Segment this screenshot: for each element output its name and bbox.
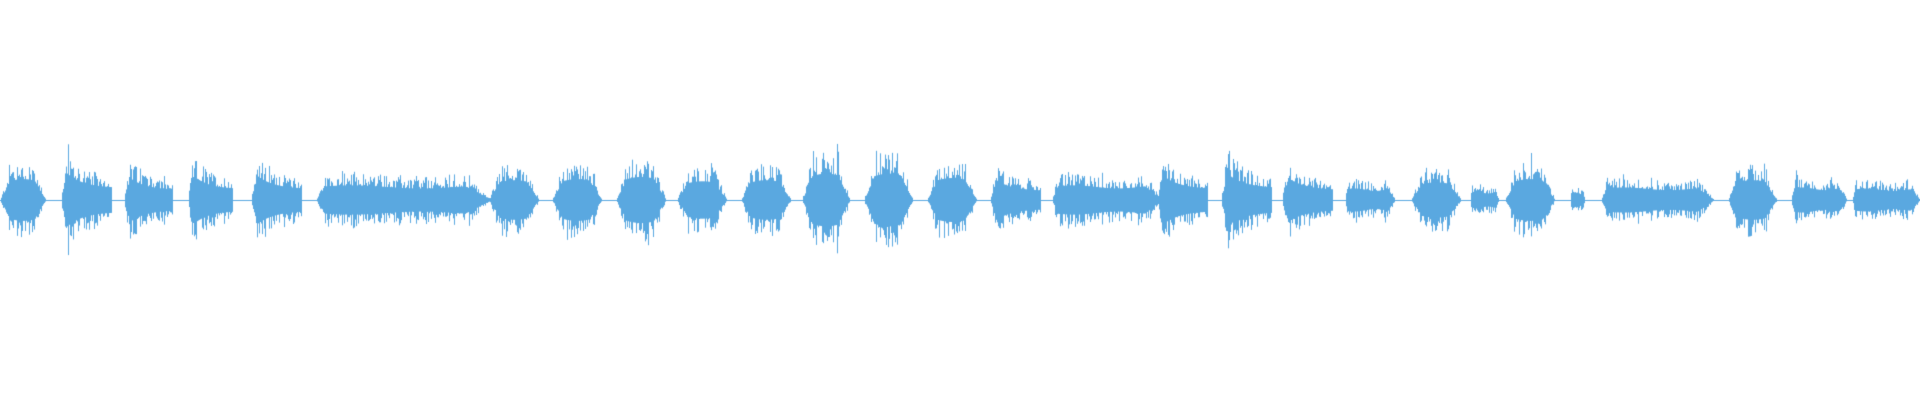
audio-waveform — [0, 0, 1920, 400]
